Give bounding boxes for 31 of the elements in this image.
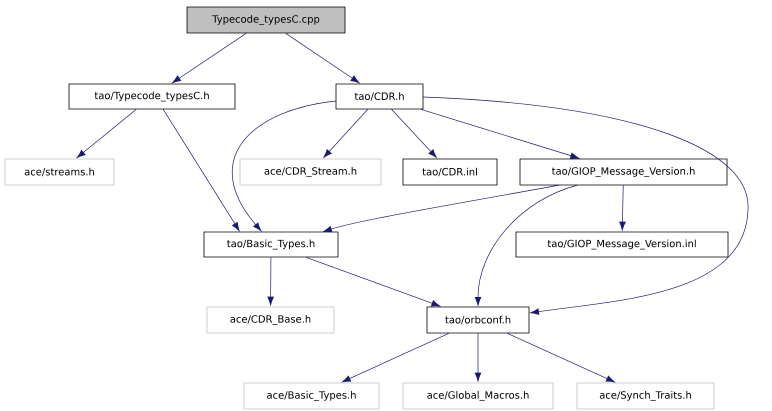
arrow: [162, 108, 240, 232]
arrow: [286, 33, 360, 84]
arrow: [267, 257, 274, 306]
arrow: [323, 184, 560, 232]
arrow: [619, 185, 626, 230]
external-header-box: ace/CDR_Stream.h: [240, 158, 382, 186]
header-file-box: tao/GIOP_Message_Version.inl: [516, 232, 728, 258]
arrow: [76, 109, 137, 158]
arrow: [474, 184, 578, 306]
source-file-box: Typecode_typesC.cpp: [186, 6, 346, 34]
external-header-box: ace/Global_Macros.h: [402, 382, 554, 410]
header-file-box: tao/Basic_Types.h: [204, 232, 338, 258]
header-file-box: tao/Typecode_typesC.h: [68, 84, 236, 110]
arrow: [391, 109, 437, 158]
header-file-box: tao/orbconf.h: [426, 306, 530, 334]
arrow: [342, 333, 450, 382]
header-file-box: tao/GIOP_Message_Version.h: [520, 158, 728, 186]
arrow: [422, 96, 748, 315]
arrow: [323, 109, 368, 158]
arrow: [474, 333, 482, 382]
arrow: [232, 100, 336, 232]
header-file-box: tao/CDR.inl: [402, 158, 498, 186]
external-header-box: ace/Basic_Types.h: [244, 382, 380, 410]
arrow: [172, 33, 246, 84]
external-header-box: ace/Synch_Traits.h: [576, 382, 714, 410]
arrow: [306, 257, 440, 306]
header-file-box: tao/CDR.h: [336, 84, 424, 110]
external-header-box: ace/streams.h: [4, 158, 114, 186]
external-header-box: ace/CDR_Base.h: [206, 306, 334, 334]
arrow: [420, 109, 580, 159]
arrow: [507, 333, 615, 382]
